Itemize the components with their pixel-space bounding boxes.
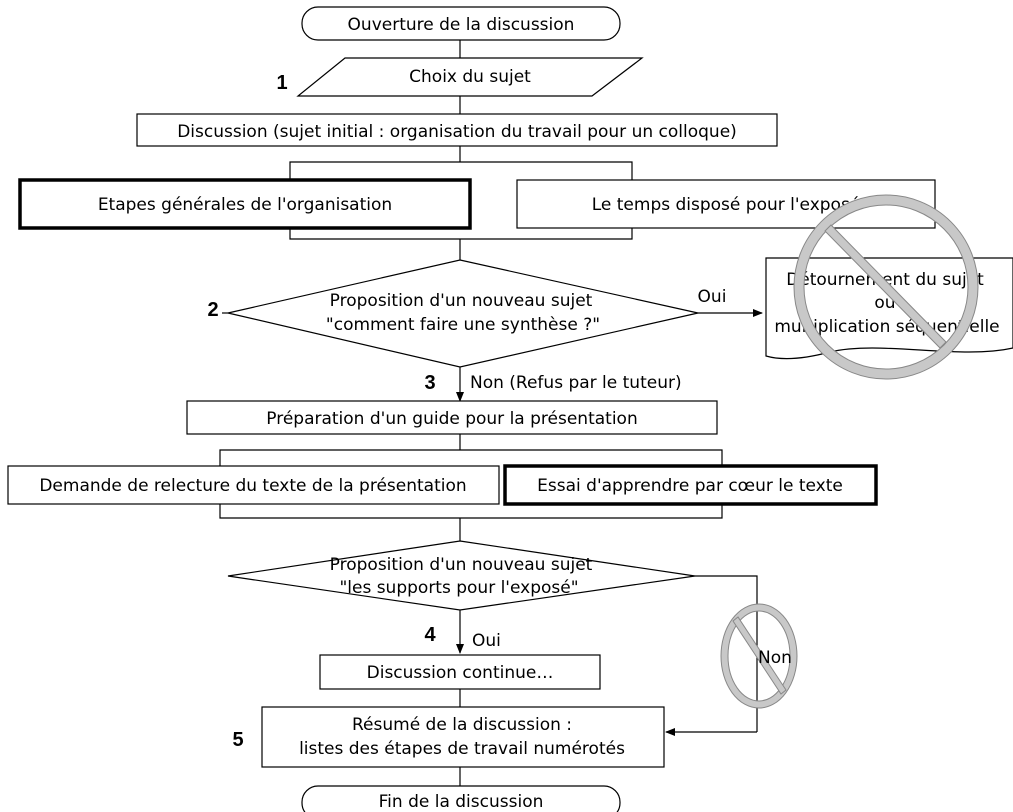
temps-label: Le temps disposé pour l'exposé (592, 195, 861, 215)
step-number-3: 3 (424, 372, 435, 394)
decision1-diamond: Proposition d'un nouveau sujet "comment … (227, 259, 699, 368)
edge-label-oui-1: Oui (698, 287, 727, 307)
decision2-diamond: Proposition d'un nouveau sujet "les supp… (227, 540, 696, 611)
relecture-label: Demande de relecture du texte de la prés… (39, 476, 466, 496)
start-label: Ouverture de la discussion (348, 15, 575, 35)
preparation-box: Préparation d'un guide pour la présentat… (186, 400, 718, 435)
split-bracket-bottom (289, 228, 633, 240)
decision2-label-line1: Proposition d'un nouveau sujet (330, 555, 593, 575)
resume-box: Résumé de la discussion : listes des éta… (261, 706, 665, 768)
detour-label-line3: multiplication séquentielle (774, 317, 999, 337)
step-number-1: 1 (276, 72, 287, 94)
choice-parallelogram: Choix du sujet (296, 57, 644, 97)
edge-label-non-2: Non (758, 648, 792, 668)
essai-label: Essai d'apprendre par cœur le texte (537, 476, 843, 496)
step-number-4: 4 (424, 624, 436, 646)
continue-box: Discussion continue… (319, 654, 601, 690)
step-number-5: 5 (232, 729, 243, 751)
edge-label-oui-2: Oui (472, 631, 501, 651)
resume-label-line2: listes des étapes de travail numérotés (299, 739, 625, 759)
split-bracket-top (289, 161, 633, 180)
decision1-label-line2: "comment faire une synthèse ?" (326, 315, 600, 335)
decision2-label-line2: "les supports pour l'exposé" (339, 578, 578, 598)
preparation-label: Préparation d'un guide pour la présentat… (266, 409, 637, 429)
step-number-2: 2 (207, 299, 218, 321)
etapes-box: Etapes générales de l'organisation (18, 178, 472, 230)
essai-box: Essai d'apprendre par cœur le texte (503, 464, 878, 506)
end-label: Fin de la discussion (379, 792, 544, 812)
connectors (219, 40, 763, 786)
decision1-label-line1: Proposition d'un nouveau sujet (330, 291, 593, 311)
etapes-label: Etapes générales de l'organisation (98, 195, 392, 215)
resume-label-line1: Résumé de la discussion : (352, 715, 572, 735)
edge-label-non-1: Non (Refus par le tuteur) (470, 373, 682, 393)
relecture-box: Demande de relecture du texte de la prés… (7, 465, 500, 505)
discussion-box: Discussion (sujet initial : organisation… (136, 113, 778, 147)
start-terminal: Ouverture de la discussion (301, 6, 621, 41)
discussion-label: Discussion (sujet initial : organisation… (177, 122, 737, 142)
split2-bracket-bottom (219, 504, 723, 519)
end-terminal: Fin de la discussion (301, 785, 621, 812)
choice-label: Choix du sujet (409, 67, 531, 87)
prohibition-icon-small (720, 603, 798, 709)
path-decision2-non (695, 575, 758, 732)
split2-bracket-top (219, 449, 723, 466)
continue-label: Discussion continue… (367, 663, 554, 683)
prohibition-icon-large (793, 194, 979, 380)
